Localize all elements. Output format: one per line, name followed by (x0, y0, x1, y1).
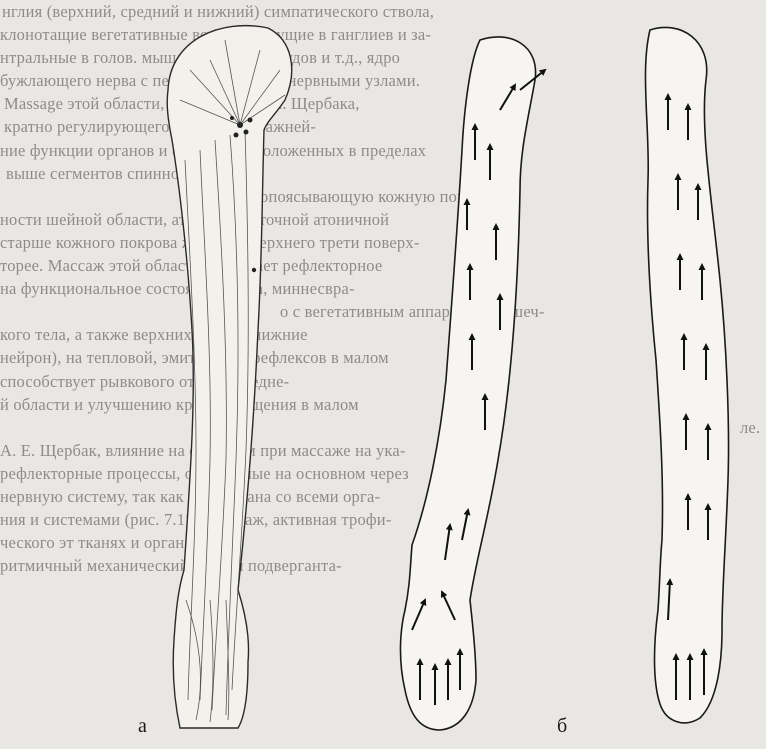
figure-label-a: а (138, 715, 147, 738)
figure-a-arm-lymphatics (167, 26, 291, 728)
figure-b-left-arm (400, 37, 545, 730)
figure-b-right-arm (645, 27, 728, 722)
figure-b-left-arm-outline (400, 37, 535, 730)
figure-label-b: б (557, 715, 567, 738)
figure-b-right-arm-outline (645, 27, 728, 722)
